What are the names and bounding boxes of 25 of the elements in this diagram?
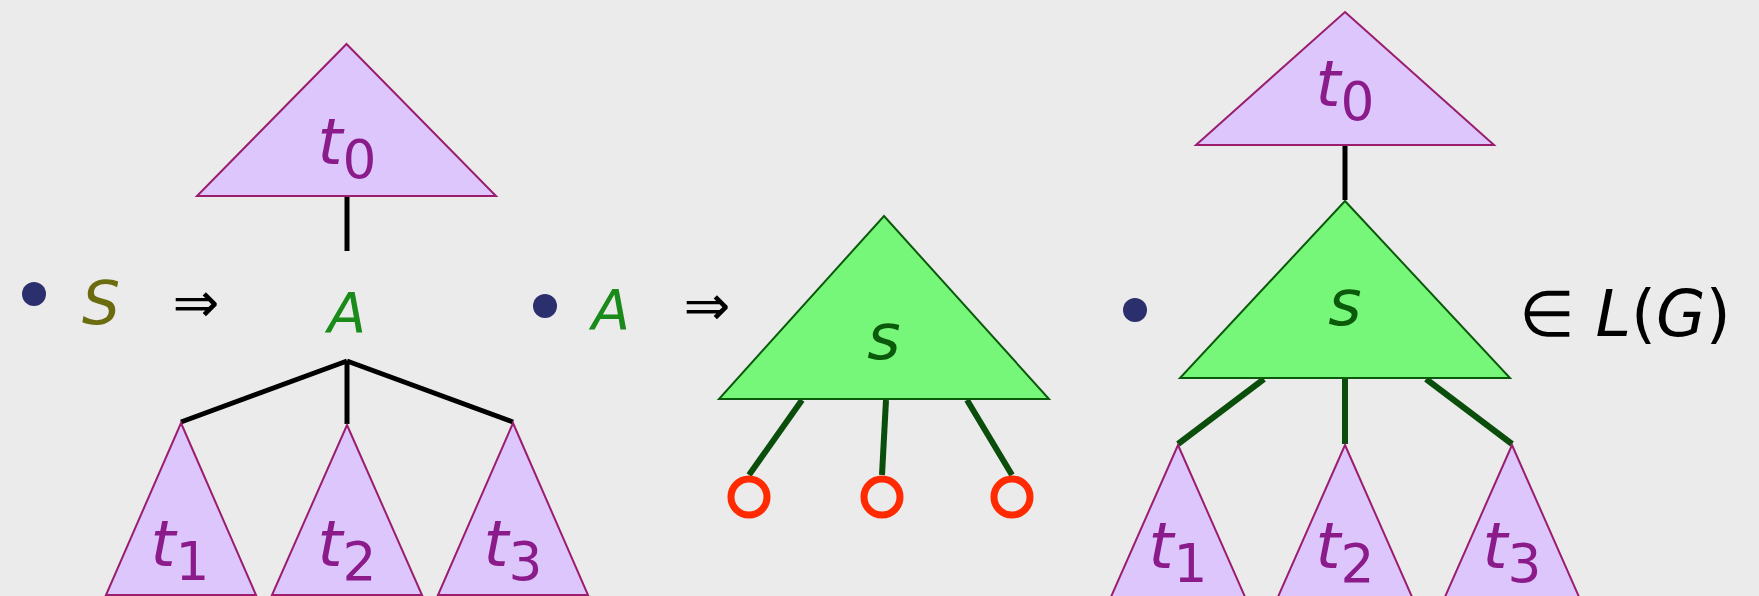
arrow-symbol: ⇒ [172, 275, 220, 331]
tree-label: s [867, 305, 901, 369]
tree-edge [344, 197, 350, 251]
tree-label: s [1328, 271, 1362, 335]
tree-edge [964, 398, 1015, 477]
tree-edge [346, 358, 514, 425]
tree-edge [1342, 146, 1348, 200]
tree-label: t$_{1}$ [1148, 513, 1208, 591]
arrow-symbol: ⇒ [683, 278, 731, 334]
tree-edge [1342, 379, 1348, 444]
tree-label: t$_{0}$ [317, 109, 377, 187]
tree-edge [746, 398, 805, 477]
tree-edge [180, 358, 348, 425]
tree-label: t$_{1}$ [150, 511, 210, 589]
symbol-label: A [591, 282, 631, 338]
symbol-label: S [81, 273, 121, 333]
tree-edge [879, 399, 889, 476]
tree-label: t$_{3}$ [483, 511, 543, 589]
tree-label: t$_{3}$ [1482, 513, 1542, 591]
tree-edge [344, 361, 350, 424]
tree-label: t$_{0}$ [1315, 51, 1375, 129]
symbol-label: A [327, 285, 367, 341]
tree-label: t$_{2}$ [317, 511, 377, 589]
membership-label: ∈ L(G) [1519, 282, 1731, 346]
tree-label: t$_{2}$ [1315, 513, 1375, 591]
